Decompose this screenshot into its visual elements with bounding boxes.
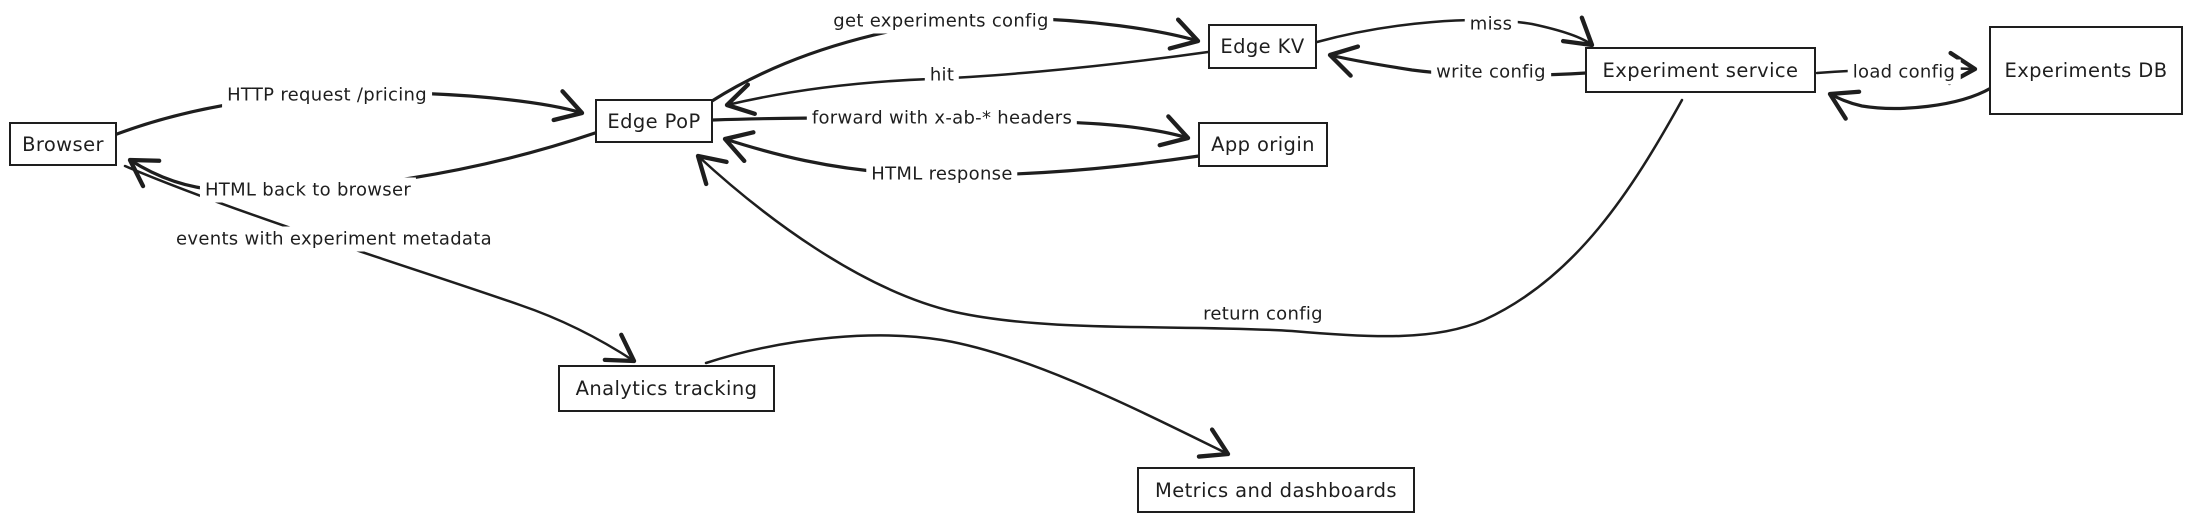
node-app-origin: App origin [1198,122,1328,167]
edge-label-load-config: load config [1847,59,1961,85]
node-app-origin-label: App origin [1211,133,1315,156]
node-experiment-service: Experiment service [1585,47,1816,93]
edge-label-write-config: write config [1431,59,1551,85]
edge-label-return-config: return config [1198,301,1328,327]
node-experiments-db: Experiments DB [1989,26,2183,115]
edge-label-html-back: HTML back to browser [199,177,417,203]
node-metrics-dashboards-label: Metrics and dashboards [1155,478,1397,502]
edge-label-http-request: HTTP request /pricing [222,82,432,108]
edge-label-html-response: HTML response [866,161,1018,187]
edge-miss-arrow [1315,15,1595,48]
edge-analytics-metrics-arrow [704,334,1231,459]
node-edge-pop: Edge PoP [595,99,713,143]
node-browser-label: Browser [22,132,104,156]
node-browser: Browser [9,122,117,166]
edge-db-return-arrow [1827,86,1993,121]
node-analytics-tracking: Analytics tracking [558,365,775,412]
edge-label-miss: miss [1464,11,1518,37]
node-edge-kv: Edge KV [1208,24,1317,69]
edge-label-forward-headers: forward with x-ab-* headers [806,105,1078,131]
edge-label-hit: hit [924,62,960,88]
node-analytics-tracking-label: Analytics tracking [575,377,758,400]
edge-return-config-arrow [695,98,1684,338]
edge-events-metadata-arrow [123,164,637,364]
node-metrics-dashboards: Metrics and dashboards [1137,467,1415,513]
node-edge-kv-label: Edge KV [1220,35,1305,58]
node-experiment-service-label: Experiment service [1602,58,1799,82]
node-experiments-db-label: Experiments DB [2004,59,2168,82]
edge-label-events-metadata: events with experiment metadata [171,226,497,252]
node-edge-pop-label: Edge PoP [607,109,701,133]
edge-label-get-experiments-config: get experiments config [828,8,1054,34]
edge-hit-arrow [724,50,1210,117]
